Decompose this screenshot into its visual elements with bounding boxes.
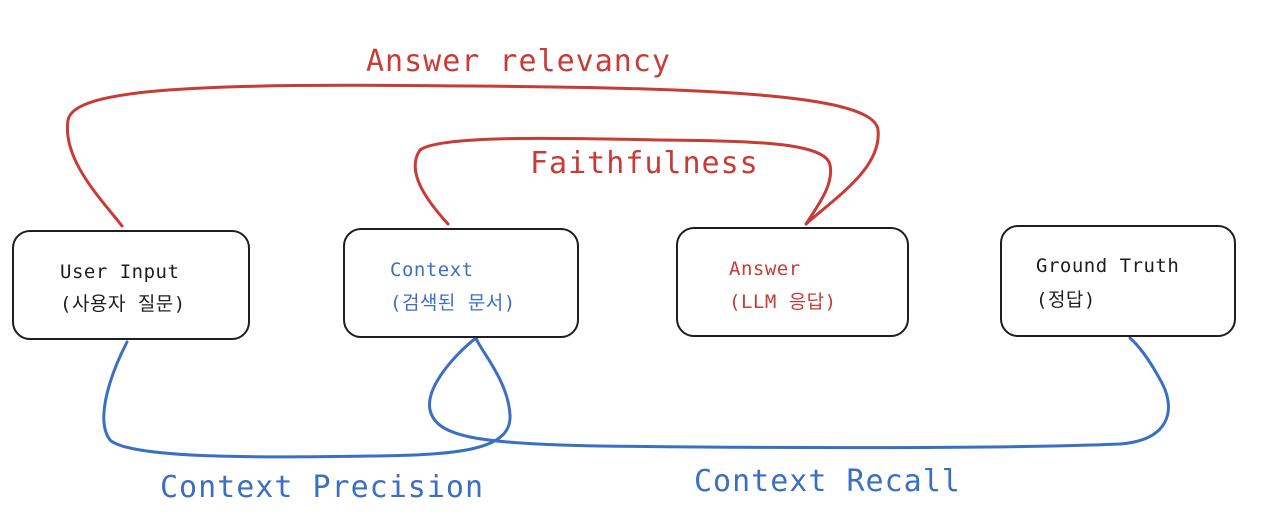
faithfulness-label: Faithfulness	[530, 146, 759, 181]
answer-node: Answer (LLM 응답)	[676, 227, 909, 337]
context-node: Context (검색된 문서)	[343, 228, 579, 338]
context-recall-label: Context Recall	[694, 464, 961, 499]
context-precision-connector	[102, 336, 512, 459]
faithfulness-connector	[413, 136, 833, 226]
user-input-node: User Input (사용자 질문)	[12, 230, 250, 340]
answer-relevancy-connector	[65, 83, 880, 228]
context-precision-label: Context Precision	[160, 470, 485, 505]
ground-truth-node: Ground Truth (정답)	[1000, 225, 1236, 337]
answer-title: Answer	[729, 258, 801, 280]
answer-subtitle: (LLM 응답)	[729, 291, 837, 313]
context-subtitle: (검색된 문서)	[390, 292, 516, 314]
ground-truth-title: Ground Truth	[1036, 255, 1180, 277]
context-recall-connector	[428, 336, 1170, 450]
ground-truth-subtitle: (정답)	[1036, 289, 1096, 311]
context-title: Context	[390, 259, 474, 281]
answer-relevancy-label: Answer relevancy	[366, 44, 671, 79]
user-input-subtitle: (사용자 질문)	[60, 293, 186, 315]
user-input-title: User Input	[60, 261, 180, 283]
